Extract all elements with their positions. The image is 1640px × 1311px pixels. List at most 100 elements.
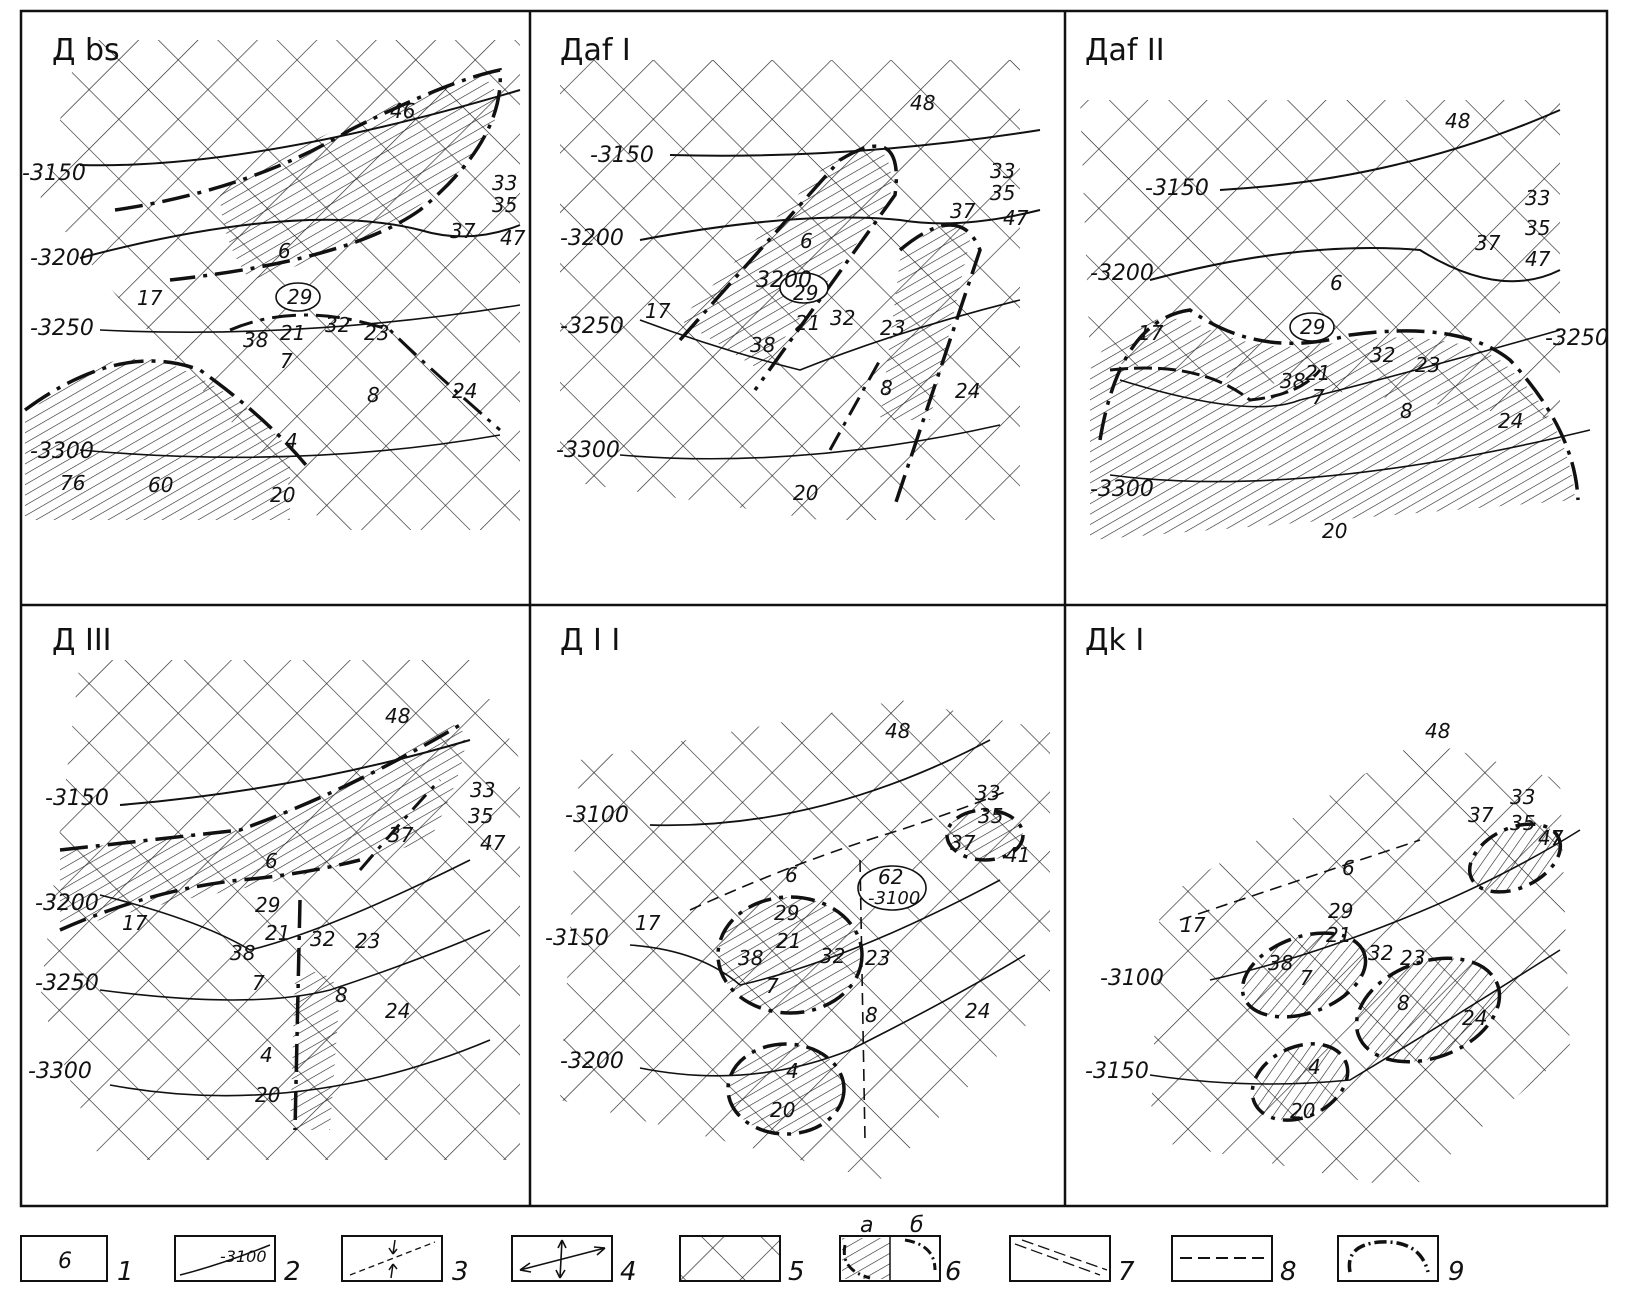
well-label: 21 xyxy=(265,921,290,945)
legend-box xyxy=(679,1235,781,1282)
well-62-outline xyxy=(857,865,927,911)
well-label: 20 xyxy=(270,483,295,507)
contour-label: -3300 xyxy=(1090,477,1154,502)
well-label: 29 xyxy=(793,281,818,305)
well-label: 33 xyxy=(1510,785,1535,809)
well-label: 33 xyxy=(470,778,495,802)
legend-hatch-sample xyxy=(842,1238,890,1279)
hatched-zone xyxy=(1240,931,1368,1019)
well-label: 7 xyxy=(252,971,265,995)
well-label: 29 xyxy=(1328,899,1353,923)
well-label: 76 xyxy=(60,471,85,495)
well-label: 7 xyxy=(280,349,293,373)
panel-title: Д I I xyxy=(560,623,620,658)
panel-dl1 xyxy=(560,700,1050,1180)
contour-label: 3200 xyxy=(756,268,812,293)
well-label: 17 xyxy=(122,911,148,935)
well-label: 32 xyxy=(1368,941,1393,965)
well-label: 21 xyxy=(280,321,305,345)
boundary-line xyxy=(114,67,503,282)
boundary-line xyxy=(358,778,442,871)
legend-number: 8 xyxy=(1280,1257,1297,1287)
well-label: 47 xyxy=(500,226,526,250)
well-label: 29 xyxy=(774,901,799,925)
well-29-outline xyxy=(779,272,829,304)
boundary-line xyxy=(893,223,982,506)
well-label: 4 xyxy=(1308,1055,1321,1079)
boundary-line xyxy=(293,899,302,1131)
legend-box xyxy=(20,1235,108,1282)
boundary-line xyxy=(229,313,501,432)
boundary-line xyxy=(59,723,461,852)
well-label: 4 xyxy=(285,429,298,453)
well-label: 7 xyxy=(1312,385,1325,409)
contour-label: -3150 xyxy=(545,926,609,951)
well-label: 29 xyxy=(287,285,312,309)
well-label: 33 xyxy=(1525,186,1550,210)
well-29-outline xyxy=(275,282,321,312)
panel-d3 xyxy=(40,660,520,1160)
well-label: 32 xyxy=(325,313,350,337)
panel-title: Д bs xyxy=(52,33,120,68)
contour-label: -3300 xyxy=(28,1059,92,1084)
well-label: 35 xyxy=(978,804,1003,828)
contour-line xyxy=(629,879,1001,986)
well-label: 8 xyxy=(335,983,348,1007)
legend-box xyxy=(1171,1235,1273,1282)
boundary-line xyxy=(1098,308,1580,501)
contour-label: -3150 xyxy=(45,786,109,811)
contour-label: -3250 xyxy=(35,971,99,996)
contour-line xyxy=(639,299,1021,371)
well-label: 37 xyxy=(388,823,414,847)
well-label: 4 xyxy=(786,1059,799,1083)
well-labels: 46 33 35 37 47 6 29 17 38 21 32 23 7 8 2… xyxy=(60,91,1564,1123)
contour-line xyxy=(79,434,501,459)
well-label: 29 xyxy=(255,893,280,917)
well-label: 6 xyxy=(278,239,291,263)
dashed-line xyxy=(689,789,1011,911)
hatched-zone xyxy=(1250,1042,1350,1122)
panel-title: Даf I xyxy=(560,33,631,68)
contour-label: -3250 xyxy=(1545,326,1609,351)
contour-line xyxy=(79,89,521,167)
well-label: 6 xyxy=(785,863,798,887)
well-label: 35 xyxy=(492,193,517,217)
contour-label: -3250 xyxy=(30,316,94,341)
boundary-line xyxy=(678,144,898,392)
well-label: 4 xyxy=(260,1043,273,1067)
contour-label: -3100 xyxy=(565,803,629,828)
legend-box xyxy=(1009,1235,1111,1282)
contour-line xyxy=(1219,109,1561,191)
contour-line xyxy=(1149,247,1561,283)
panel-title: Дk I xyxy=(1085,623,1144,658)
legend-number: 9 xyxy=(1448,1257,1465,1287)
well-label: 23 xyxy=(1400,946,1425,970)
well-label: 20 xyxy=(793,481,818,505)
well-label: 23 xyxy=(1415,353,1440,377)
well-label: 37 xyxy=(1468,803,1494,827)
contour-label: -3200 xyxy=(30,246,94,271)
well-label: 7 xyxy=(766,974,779,998)
dashed-line xyxy=(859,859,866,1141)
well-label: 21 xyxy=(1326,923,1351,947)
hatched-zone xyxy=(726,1042,846,1136)
legend-number: 1 xyxy=(117,1257,134,1287)
contour-label: -3150 xyxy=(22,161,86,186)
contour-line xyxy=(1109,429,1591,483)
well-label: 32 xyxy=(1370,343,1395,367)
well-label: 6 xyxy=(265,849,278,873)
boundary-line xyxy=(1109,366,1322,402)
legend-boundary-sample xyxy=(842,1238,937,1280)
well-label: 48 xyxy=(910,91,935,115)
contour-line xyxy=(1149,949,1561,1085)
well-label: 38 xyxy=(1268,951,1293,975)
well-label: 48 xyxy=(1425,719,1450,743)
contour-line xyxy=(1119,329,1561,408)
well-label: 33 xyxy=(990,159,1015,183)
contour-label: -3200 xyxy=(560,226,624,251)
well-label: 37 xyxy=(950,831,976,855)
contour-label: -3200 xyxy=(560,1049,624,1074)
contour-line xyxy=(639,209,1041,241)
well-label: 24 xyxy=(965,999,990,1023)
well-label: 17 xyxy=(635,911,661,935)
